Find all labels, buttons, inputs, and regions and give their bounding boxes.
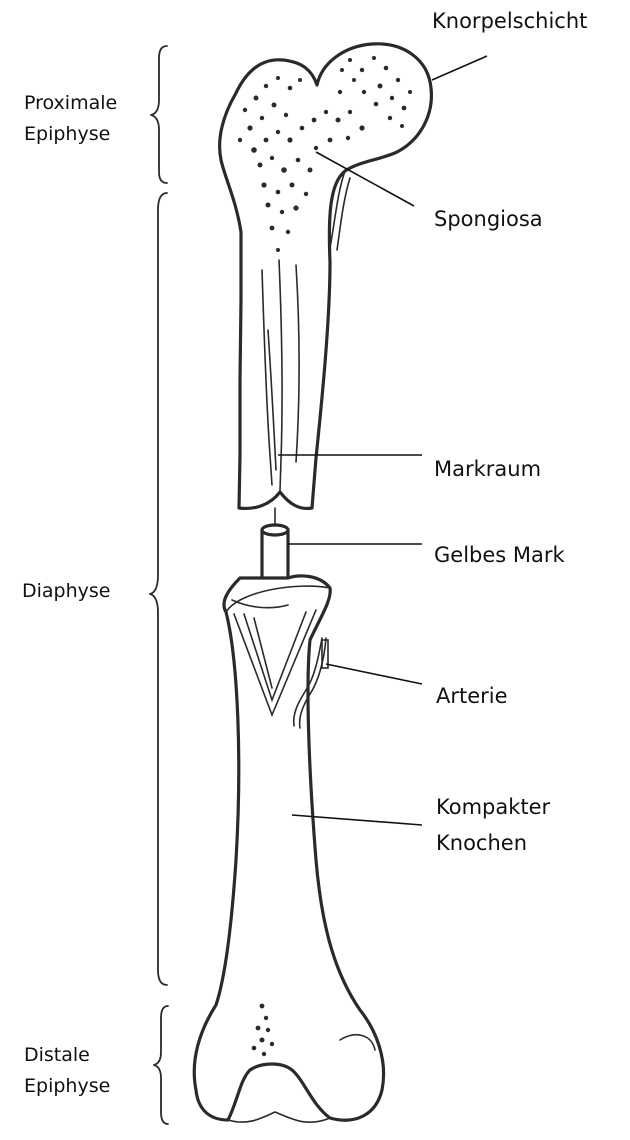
label-kompakter-knochen-line1: Kompakter: [436, 795, 551, 819]
label-arterie: Arterie: [436, 684, 508, 708]
leader-knorpelschicht: [432, 56, 487, 80]
label-distale-epiphyse-line1: Distale: [24, 1044, 90, 1066]
label-distale-epiphyse-line2: Epiphyse: [24, 1075, 110, 1097]
brace-distale-epiphyse: [154, 1006, 168, 1124]
proximal-bone-segment: [220, 44, 432, 509]
label-kompakter-knochen-line2: Knochen: [436, 831, 527, 855]
distal-bone-segment: [194, 576, 383, 1122]
label-spongiosa: Spongiosa: [434, 207, 543, 231]
label-gelbes-mark: Gelbes Mark: [434, 543, 566, 567]
gelbes-mark-cylinder: [262, 508, 288, 583]
label-markraum: Markraum: [434, 457, 541, 481]
label-knorpelschicht: Knorpelschicht: [432, 9, 587, 33]
leader-arterie: [326, 664, 422, 684]
brace-diaphyse: [150, 193, 167, 985]
brace-proximale-epiphyse: [151, 46, 167, 183]
label-proximale-epiphyse-line2: Epiphyse: [24, 123, 110, 145]
label-proximale-epiphyse-line1: Proximale: [24, 92, 117, 114]
label-diaphyse: Diaphyse: [22, 580, 111, 602]
